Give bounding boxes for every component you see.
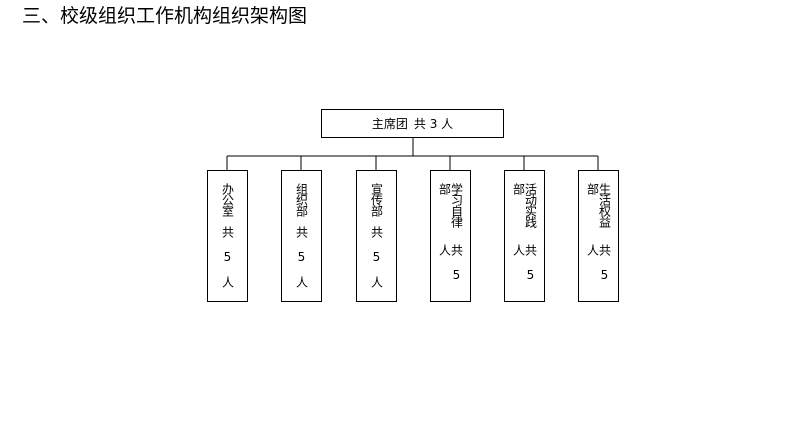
department-count: 共 5 人 xyxy=(437,244,464,282)
department-box: 生活权益部 共 5 人 xyxy=(578,170,619,302)
department-name: 宣传部 xyxy=(369,183,384,216)
department-name: 活动实践部 xyxy=(511,183,538,227)
department-name: 生活权益部 xyxy=(585,183,612,227)
department-box: 学习自律部 共 5 人 xyxy=(430,170,471,302)
department-count: 共 5 人 xyxy=(585,244,612,282)
department-count: 共 5 人 xyxy=(294,226,309,287)
department-name: 学习自律部 xyxy=(437,183,464,227)
department-count: 共 5 人 xyxy=(511,244,538,282)
top-unit-count: 共 3 人 xyxy=(413,117,454,131)
department-box: 宣传部 共 5 人 xyxy=(356,170,397,302)
department-box: 办公室 共 5 人 xyxy=(207,170,248,302)
department-box: 组织部 共 5 人 xyxy=(281,170,322,302)
top-unit-name: 主席团 xyxy=(371,117,408,131)
top-unit-box: 主席团 共 3 人 xyxy=(321,109,504,138)
department-count: 共 5 人 xyxy=(220,226,235,287)
page-title: 三、校级组织工作机构组织架构图 xyxy=(22,5,308,27)
department-name: 组织部 xyxy=(294,183,309,216)
department-name: 办公室 xyxy=(220,183,235,216)
department-count: 共 5 人 xyxy=(369,226,384,287)
department-box: 活动实践部 共 5 人 xyxy=(504,170,545,302)
